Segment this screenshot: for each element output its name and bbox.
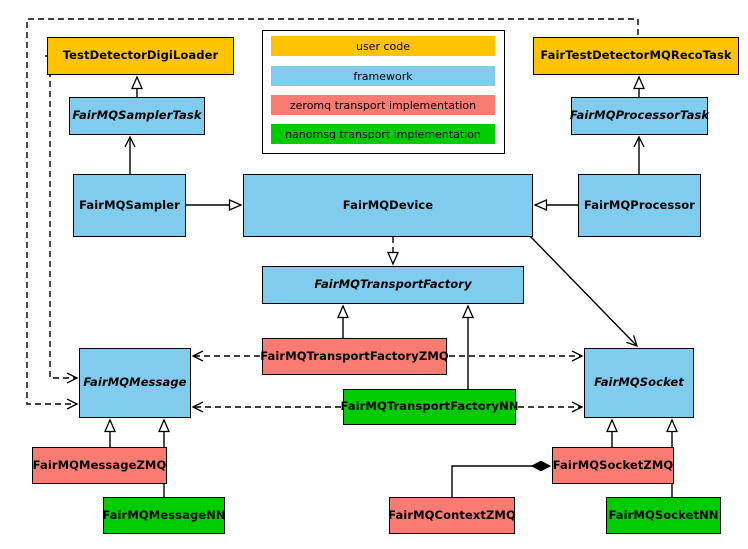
legend-label: framework (353, 69, 413, 83)
legend-item-zeromq: zeromq transport implementation (271, 95, 495, 115)
legend-item-nanomsg: nanomsg transport implementation (271, 124, 495, 144)
class-label: FairMQTransportFactoryNN (340, 399, 519, 414)
class-label: FairMQMessageNN (102, 507, 226, 522)
legend-label: user code (355, 39, 411, 53)
class-label: FairMQSocketNN (608, 507, 719, 522)
class-box-fairmq-socket-nn[interactable]: FairMQSocketNN (606, 497, 721, 534)
class-label: FairMQMessageZMQ (32, 457, 167, 472)
class-label: FairMQSampler (79, 197, 180, 212)
class-label: FairMQContextZMQ (388, 507, 516, 522)
class-box-fairmq-processor[interactable]: FairMQProcessor (578, 174, 701, 237)
legend-label: nanomsg transport implementation (285, 127, 481, 141)
class-label: FairMQMessage (83, 375, 187, 390)
class-label: TestDetectorDigiLoader (62, 48, 219, 63)
class-box-fairmq-transport-factory-zmq[interactable]: FairMQTransportFactoryZMQ (260, 338, 449, 375)
legend-item-framework: framework (271, 66, 495, 86)
class-box-fairmq-message-nn[interactable]: FairMQMessageNN (102, 497, 226, 534)
class-box-fairmq-context-zmq[interactable]: FairMQContextZMQ (388, 497, 516, 534)
class-box-fairmq-sampler[interactable]: FairMQSampler (73, 174, 186, 237)
class-label: FairMQProcessorTask (569, 108, 710, 123)
class-label: FairMQSocket (594, 375, 684, 390)
class-box-test-detector-digi-loader[interactable]: TestDetectorDigiLoader (47, 37, 234, 75)
class-label: FairMQProcessor (583, 197, 696, 212)
class-box-fairmq-transport-factory[interactable]: FairMQTransportFactory (262, 266, 524, 304)
class-box-fairmq-socket[interactable]: FairMQSocket (584, 348, 694, 418)
class-label: FairMQSocketZMQ (552, 457, 674, 472)
class-box-fairmq-message[interactable]: FairMQMessage (79, 348, 191, 418)
class-box-fairmq-device[interactable]: FairMQDevice (243, 174, 533, 237)
legend-label: zeromq transport implementation (289, 98, 477, 112)
class-label: FairTestDetectorMQRecoTask (540, 48, 732, 63)
class-box-fairmq-socket-zmq[interactable]: FairMQSocketZMQ (552, 447, 674, 484)
class-box-fairmq-sampler-task[interactable]: FairMQSamplerTask (69, 97, 205, 135)
class-label: FairMQSamplerTask (72, 108, 202, 123)
class-label: FairMQTransportFactoryZMQ (260, 348, 449, 363)
class-label: FairMQDevice (342, 197, 434, 212)
class-label: FairMQTransportFactory (314, 277, 472, 292)
class-box-fairmq-processor-task[interactable]: FairMQProcessorTask (569, 97, 710, 135)
class-box-fair-test-detector-mq-reco-task[interactable]: FairTestDetectorMQRecoTask (533, 37, 739, 75)
legend-item-user-code: user code (271, 36, 495, 56)
class-box-fairmq-transport-factory-nn[interactable]: FairMQTransportFactoryNN (340, 389, 519, 425)
class-box-fairmq-message-zmq[interactable]: FairMQMessageZMQ (32, 447, 167, 484)
